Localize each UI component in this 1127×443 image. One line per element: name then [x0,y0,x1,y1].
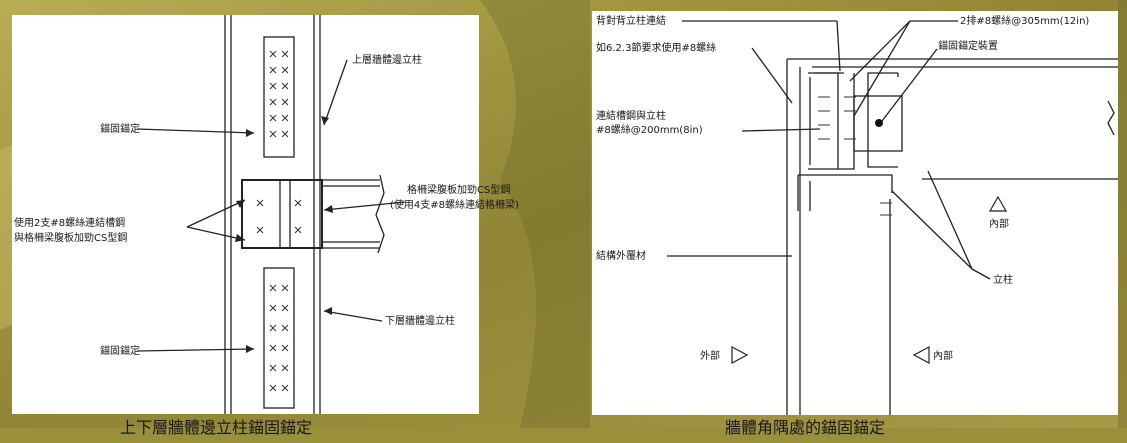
label-beam-web-note: (使用4支#8螺絲連結格柵梁) [390,198,519,211]
upper-lower-stud-anchor-diagram: 上層牆體邊立柱 錨固錨定 格柵梁腹板加勁CS型鋼 (使用4支#8螺絲連結格柵梁)… [14,15,519,414]
label-interior-lower: 內部 [933,349,953,362]
label-interior-upper: 內部 [989,217,1009,230]
label-sheathing: 結構外覆材 [596,249,646,262]
caption-right: 牆體角隅處的錨固錨定 [725,418,886,437]
label-anchor-bottom: 錨固錨定 [100,344,140,357]
label-upper-stud: 上層牆體邊立柱 [352,53,422,66]
label-anchor-device: 錨固錨定裝置 [938,39,998,52]
label-screws-line2: 與格柵梁腹板加勁CS型鋼 [14,231,127,244]
caption-left: 上下層牆體邊立柱錨固錨定 [120,418,313,437]
label-beam-web: 格柵梁腹板加勁CS型鋼 [407,183,510,196]
label-anchor-top: 錨固錨定 [100,122,140,135]
label-screws-line1: 使用2支#8螺絲連結槽鋼 [14,216,125,229]
label-stud: 立柱 [993,273,1013,286]
label-per-section: 如6.2.3節要求使用#8螺絲 [596,41,716,54]
label-lower-stud: 下層牆體邊立柱 [385,314,455,327]
left-diagram-panel: 上層牆體邊立柱 錨固錨定 格柵梁腹板加勁CS型鋼 (使用4支#8螺絲連結格柵梁)… [12,15,519,414]
label-back-to-back: 背對背立柱連結 [596,14,666,27]
right-diagram-panel: 背對背立柱連結 2排#8螺絲@305mm(12in) 如6.2.3節要求使用#8… [592,11,1118,415]
label-channel-line2: #8螺絲@200mm(8in) [596,123,703,136]
label-spacing-top: 2排#8螺絲@305mm(12in) [960,14,1089,27]
label-channel-line1: 連結槽鋼與立柱 [596,109,666,122]
label-exterior: 外部 [700,349,720,362]
corner-anchor-diagram: 背對背立柱連結 2排#8螺絲@305mm(12in) 如6.2.3節要求使用#8… [596,14,1118,415]
